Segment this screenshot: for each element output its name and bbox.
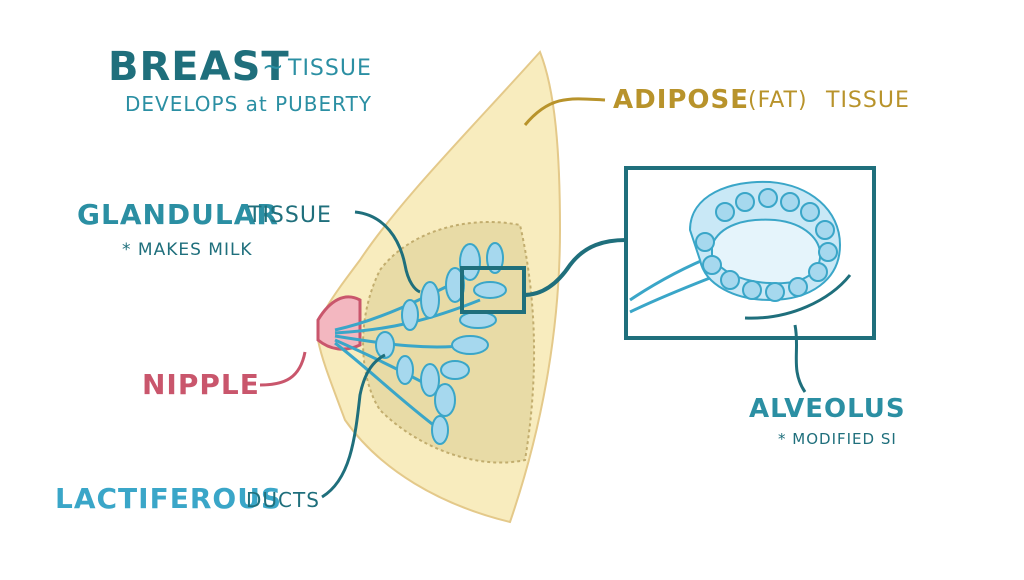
glandular-label: GLANDULAR xyxy=(77,198,279,231)
zoom-source-box xyxy=(460,266,526,314)
title-suffix: TISSUE xyxy=(288,56,372,81)
inset-arc xyxy=(744,274,852,320)
title-subtitle: DEVELOPS at PUBERTY xyxy=(125,92,373,116)
adipose-fat-label: (FAT) xyxy=(748,88,808,113)
alveolus-label: ALVEOLUS xyxy=(749,394,906,424)
glandular-leader-line xyxy=(354,210,421,294)
zoom-connector xyxy=(523,238,627,297)
nipple-leader-line xyxy=(259,351,307,387)
nipple-label: NIPPLE xyxy=(142,368,260,401)
alveolus-leader-line xyxy=(793,324,807,393)
lobules-group xyxy=(375,242,507,445)
nipple-shape xyxy=(316,295,362,351)
adipose-tissue-label: TISSUE xyxy=(826,88,910,113)
lactiferous-label: LACTIFEROUS xyxy=(55,482,283,515)
lactiferous-ducts-label: DUCTS xyxy=(246,488,320,512)
lactiferous-leader-line xyxy=(321,353,386,499)
adipose-leader-line xyxy=(523,97,606,126)
glandular-tissue-label: TISSUE xyxy=(248,203,332,228)
adipose-label: ADIPOSE xyxy=(613,85,750,115)
alveolus-note: * MODIFIED SI xyxy=(778,430,897,448)
glandular-note: * MAKES MILK xyxy=(122,240,253,260)
title-main: BREAST xyxy=(108,44,290,90)
inset-alveolus xyxy=(688,180,842,302)
title-tilde: ~ xyxy=(262,52,285,82)
